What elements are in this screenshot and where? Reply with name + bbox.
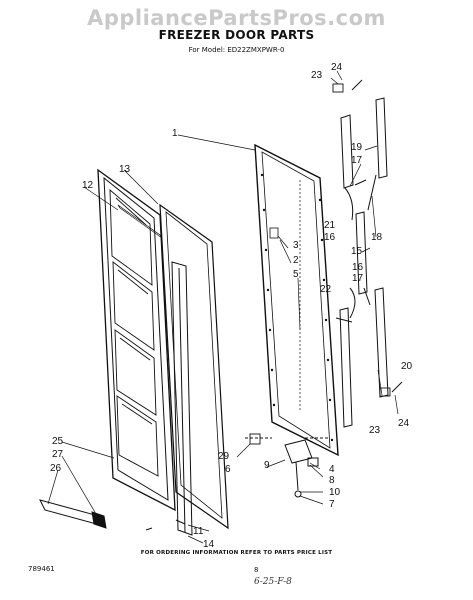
- callout-16-bottom: 16: [352, 262, 364, 273]
- callout-10: 10: [329, 487, 341, 498]
- callout-23-top: 23: [311, 70, 323, 81]
- callout-20: 20: [401, 361, 413, 372]
- handle-assembly: [332, 79, 403, 428]
- callout-5: 5: [293, 269, 299, 280]
- callout-13: 13: [119, 164, 131, 175]
- door-gasket: [159, 203, 229, 530]
- breaker-strip: [171, 261, 193, 536]
- outer-door-panel: [254, 143, 339, 457]
- callout-8: 8: [329, 475, 335, 486]
- ordering-info-note: FOR ORDERING INFORMATION REFER TO PARTS …: [140, 550, 333, 556]
- callout-3: 3: [293, 240, 299, 251]
- diagram-title: FREEZER DOOR PARTS: [158, 28, 315, 42]
- callout-21: 21: [324, 220, 336, 231]
- callout-17-top: 17: [351, 155, 363, 166]
- hinge-assembly: [245, 433, 330, 498]
- callout-2: 2: [293, 255, 299, 266]
- handwritten-note: 6-25-F-8: [254, 577, 292, 587]
- callout-23-bottom: 23: [369, 425, 381, 436]
- door-liner: [97, 168, 176, 512]
- callout-1: 1: [172, 128, 178, 139]
- callout-14: 14: [203, 539, 215, 550]
- callout-9: 9: [264, 460, 270, 471]
- callout-25: 25: [52, 436, 64, 447]
- callout-17-bottom: 17: [352, 273, 364, 284]
- callout-16-top: 16: [324, 232, 336, 243]
- callout-26: 26: [50, 463, 62, 474]
- callout-6: 6: [225, 464, 231, 475]
- callout-24-bottom: 24: [398, 418, 410, 429]
- callout-24-top: 24: [331, 62, 343, 73]
- callout-22: 22: [320, 284, 332, 295]
- callout-7: 7: [329, 499, 335, 510]
- page-number: 8: [254, 566, 259, 574]
- model-number: For Model: ED22ZMXPWR-0: [188, 46, 285, 54]
- watermark: AppliancePartsPros.com: [87, 6, 386, 30]
- callout-27: 27: [52, 449, 64, 460]
- callout-29: 29: [218, 451, 230, 462]
- callout-4: 4: [329, 464, 335, 475]
- callout-19: 19: [351, 142, 363, 153]
- document-number: 789461: [28, 565, 55, 573]
- callout-12: 12: [82, 180, 94, 191]
- callout-11: 11: [193, 526, 204, 537]
- callout-labels: 1 13 12 3 2 5 29 6 9 4 8 10 7 11 14 25 2…: [50, 62, 413, 550]
- callout-15: 15: [351, 246, 363, 257]
- bottom-trim: [39, 499, 186, 531]
- callout-18: 18: [371, 232, 383, 243]
